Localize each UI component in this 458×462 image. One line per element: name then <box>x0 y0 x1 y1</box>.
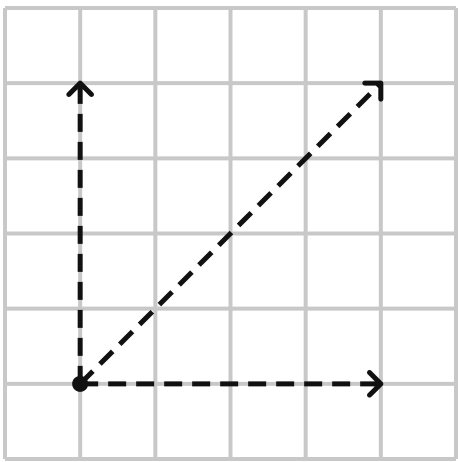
horizontal-vector <box>80 370 384 398</box>
diagonal-vector-shaft <box>78 81 383 386</box>
vertical-vector-arrowhead <box>66 80 94 97</box>
diagonal-vector-arrowhead <box>362 80 384 102</box>
origin-point <box>72 375 89 392</box>
vertical-vector <box>66 80 94 384</box>
diagonal-vector <box>78 80 384 386</box>
vectors <box>66 80 384 398</box>
horizontal-vector-arrowhead <box>367 370 384 398</box>
